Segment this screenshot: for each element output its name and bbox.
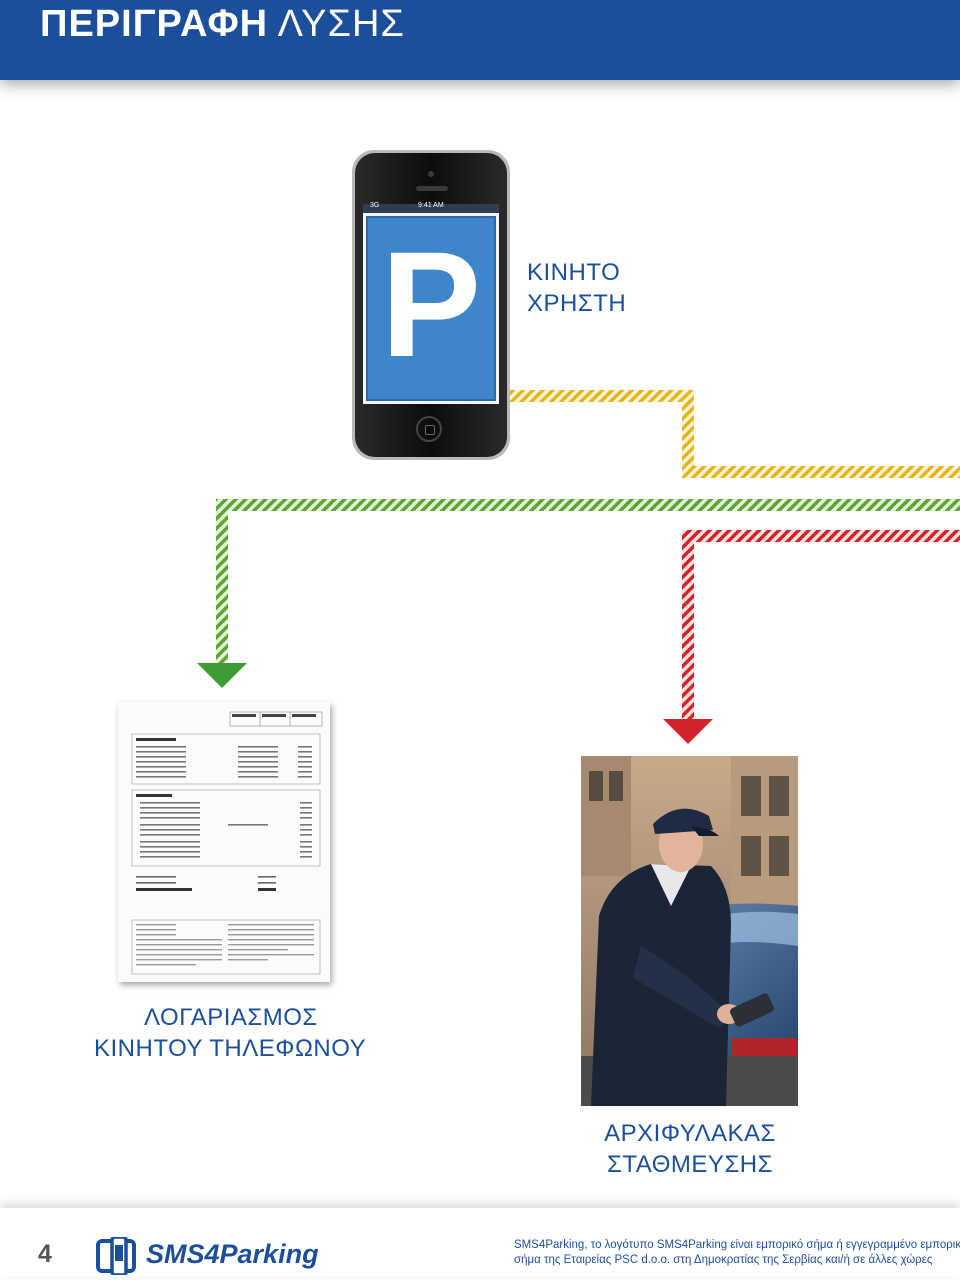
parking-p-letter: P: [368, 224, 494, 384]
parking-sign-screen: P: [363, 213, 499, 404]
smartphone-illustration: 3G 9:41 AM P: [350, 148, 512, 462]
phone-bill-document: [118, 702, 330, 982]
phone-bill-label-second: ΚΙΝΗΤΟΥ ΤΗΛΕΦΩΝΟΥ: [94, 1033, 366, 1064]
trademark-note: SMS4Parking, το λογότυπο SMS4Parking είν…: [514, 1238, 924, 1268]
home-button: [416, 416, 442, 442]
status-carrier: 3G: [370, 202, 379, 209]
mobile-user-label-line1: ΚΙΝΗΤΟ: [527, 257, 626, 288]
sms4parking-logo: SMS4Parking: [96, 1237, 306, 1275]
mobile-user-label: ΚΙΝΗΤΟ ΧΡΗΣΤΗ: [527, 257, 626, 319]
trademark-note-line2: σήμα της Εταιρείας PSC d.o.o. στη Δημοκρ…: [514, 1253, 924, 1268]
phone-bill-label-line1: ΛΟΓΑΡΙΑΣΜΟΣ: [144, 1002, 318, 1033]
parking-warden-label: ΑΡΧΙΦΥΛΑΚΑΣ ΣΤΑΘΜΕΥΣΗΣ: [602, 1118, 778, 1180]
status-time: 9:41 AM: [418, 202, 444, 209]
yellow-flow-arrow: [510, 390, 960, 478]
page-number: 4: [38, 1240, 52, 1269]
trademark-note-line1: SMS4Parking, το λογότυπο SMS4Parking είν…: [514, 1238, 924, 1253]
phone-bill-label-line2: ΚΙΝΗΤΟΥ ΤΗΛΕΦΩΝΟΥ: [94, 1033, 366, 1064]
mobile-user-label-line2: ΧΡΗΣΤΗ: [527, 288, 626, 319]
parking-warden-label-line2: ΣΤΑΘΜΕΥΣΗΣ: [602, 1149, 778, 1180]
phone-bill-label: ΛΟΓΑΡΙΑΣΜΟΣ: [144, 1002, 318, 1033]
parking-warden-photo: [581, 756, 798, 1106]
red-flow-arrow: [663, 530, 960, 744]
parking-warden-label-line1: ΑΡΧΙΦΥΛΑΚΑΣ: [602, 1118, 778, 1149]
logo-text: SMS4Parking: [146, 1239, 319, 1270]
green-flow-arrow: [197, 499, 960, 688]
phone-logo-icon: [96, 1237, 144, 1275]
